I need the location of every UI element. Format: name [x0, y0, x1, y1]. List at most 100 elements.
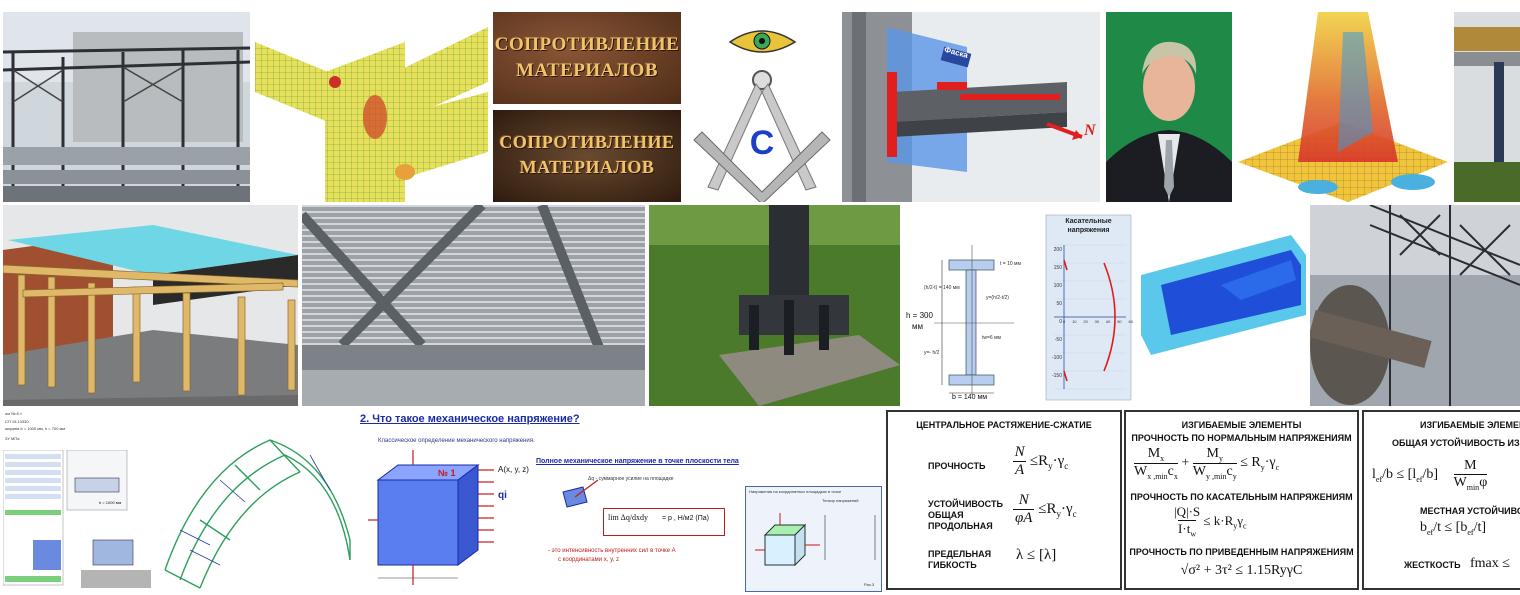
x-tick: 40 [1105, 319, 1111, 324]
stiffness-formula: fmax ≤ [1470, 556, 1510, 571]
stability-heading-line2: ОБЩАЯ УСТОЙЧИВОСТЬ ИЗ ПЛ [1392, 438, 1520, 448]
calc-line2: СП 15.13330 [5, 419, 29, 424]
fea-joint-mesh[interactable] [255, 12, 488, 202]
pipe-photo-image [1454, 12, 1520, 202]
pipe-gallery-photo[interactable] [1310, 205, 1520, 406]
y-tick: -100 [1051, 355, 1062, 361]
dq-note: Δq - суммарное усилие на площадке [588, 476, 674, 482]
fea-column-image [1238, 12, 1448, 202]
y-tick: -50 [1054, 337, 1062, 343]
dim-h-unit: мм [912, 322, 923, 331]
roof-truss-photo[interactable] [302, 205, 645, 406]
calc-line3: ширина b = 1000 мм, h = 700 мм [5, 426, 66, 431]
stability-label-line1: УСТОЙЧИВОСТЬ [928, 499, 1003, 509]
slenderness-label-line2: ГИБКОСТЬ [928, 560, 977, 570]
pipe-rack-photo[interactable] [3, 12, 250, 202]
stress-slide[interactable]: 2. Что такое механическое напряжение? Кл… [358, 410, 883, 592]
tensor-title: Напряжения на координатных площадках в т… [749, 489, 842, 494]
book-cover-bottom[interactable]: СОПРОТИВЛЕНИЕ МАТЕРИАЛОВ [493, 110, 681, 202]
y-tick: -150 [1051, 373, 1062, 379]
x-tick: 60 [1128, 319, 1133, 324]
formula-box-tension[interactable]: ЦЕНТРАЛЬНОЕ РАСТЯЖЕНИЕ-СЖАТИЕ ПРОЧНОСТЬ … [886, 410, 1122, 590]
calc-line4: ЗУ МПа [5, 436, 20, 441]
vault-frame-image [160, 410, 353, 592]
steel-connection-model[interactable]: Фаска N [842, 12, 1100, 202]
stability-label-line2: ОБЩАЯ [928, 510, 964, 520]
slide-title: 2. Что такое механическое напряжение? [360, 413, 580, 425]
connection-model-image [842, 12, 1100, 202]
x-tick: 50 [1117, 319, 1122, 324]
dim-t-label: t = 10 мм [1000, 261, 1021, 267]
block-label: № 1 [438, 468, 456, 478]
fea-mesh-image [255, 12, 488, 202]
block-drawing [368, 450, 494, 585]
intensity-note-line1: - это интенсивность внутренних сил в точ… [548, 548, 676, 554]
tensor-cube-drawing [755, 513, 876, 567]
local-stability-heading: МЕСТНАЯ УСТОЙЧИВОСТЬ I [1420, 506, 1520, 516]
tensor-subtitle: Тензор напряжений [822, 498, 859, 503]
x-tick: 10 [1072, 319, 1077, 324]
formula-box-bending[interactable]: ИЗГИБАЕМЫЕ ЭЛЕМЕНТЫ ПРОЧНОСТЬ ПО НОРМАЛЬ… [1124, 410, 1359, 590]
canopy-render-image [3, 205, 298, 406]
column-base-image [649, 205, 900, 406]
stability-label-line3: ПРОДОЛЬНАЯ [928, 521, 993, 531]
slenderness-formula: λ ≤ [λ] [1016, 547, 1057, 563]
slenderness-label-line1: ПРЕДЕЛЬНАЯ [928, 549, 992, 559]
fea-beam-blue[interactable] [1141, 205, 1306, 406]
x-tick: 20 [1083, 319, 1088, 324]
wooden-canopy-render[interactable] [3, 205, 298, 406]
q-label: qi [498, 490, 507, 501]
barrel-vault-frame[interactable] [160, 410, 353, 592]
y-tick: 200 [1053, 247, 1062, 253]
full-stress-title: Полное механическое напряжение в точке п… [536, 458, 739, 465]
reduced-heading: ПРОЧНОСТЬ ПО ПРИВЕДЕННЫМ НАПРЯЖЕНИЯМ [1129, 547, 1354, 557]
x-axis-ticks: 0 10 20 30 40 50 60 [1063, 319, 1133, 324]
compass-square-icon [690, 12, 835, 202]
point-label: A(x, y, z) [498, 465, 529, 474]
formula-box-stability[interactable]: ИЗГИБАЕМЫЕ ЭЛЕМЕНТ ОБЩАЯ УСТОЙЧИВОСТЬ ИЗ… [1362, 410, 1520, 590]
fea-beam-image [1141, 205, 1306, 406]
fig-label: Рис.3 [864, 582, 875, 587]
pipe-rack-image [3, 12, 250, 202]
emblem-letter: C [749, 124, 775, 162]
x-tick: 30 [1094, 319, 1100, 324]
limit-formula-box: lim Δq/dxdy = p , Н/м2 (Па) [603, 508, 725, 536]
intensity-note-line2: с координатами x, y, z [558, 557, 619, 563]
column-base-photo[interactable] [649, 205, 900, 406]
industrial-pipe-photo[interactable] [1454, 12, 1520, 202]
calc-line1: ом № 8 ≈ [5, 411, 23, 416]
dim-b-label: b = 140 мм [952, 394, 988, 401]
dim-y-label: y=(h/2-t/2) [986, 295, 1009, 301]
stiffness-heading: ЖЕСТКОСТЬ [1404, 560, 1461, 570]
diagram-title-line2: напряжения [1067, 227, 1110, 234]
y-tick: 150 [1053, 265, 1062, 271]
ibeam-section-drawing [904, 205, 1137, 406]
y-tick: 0 [1059, 319, 1062, 325]
portrait-image [1106, 12, 1232, 202]
reduced-formula: √σ² + 3τ² ≤ 1.15RyγC [1180, 563, 1303, 578]
diagram-title-line1: Касательные [1065, 218, 1112, 225]
tensor-panel: Напряжения на координатных площадках в т… [745, 486, 882, 592]
book-title-line1: СОПРОТИВЛЕНИЕ [494, 34, 680, 55]
limit-symbol: lim Δq/dxdy [608, 513, 649, 522]
calc-table-drawing [3, 450, 151, 588]
book-cover-top[interactable]: СОПРОТИВЛЕНИЕ МАТЕРИАЛОВ [493, 12, 681, 104]
slide-subtitle: Классическое определение механического н… [378, 438, 535, 444]
strength-label: ПРОЧНОСТЬ [928, 461, 986, 471]
calculation-sheet[interactable]: ом № 8 ≈ СП 15.13330 ширина b = 1000 мм,… [3, 410, 155, 592]
x-tick: 0 [1063, 319, 1066, 324]
formula-box-heading: ЦЕНТРАЛЬНОЕ РАСТЯЖЕНИЕ-СЖАТИЕ [916, 420, 1092, 430]
emblem-compass[interactable]: C [690, 12, 835, 202]
ibeam-stress-diagram[interactable]: Касательные напряжения h = 300 мм b = 14… [904, 205, 1137, 406]
force-label: N [1084, 122, 1096, 139]
portrait-photo[interactable] [1106, 12, 1232, 202]
limit-formula: = p , Н/м2 (Па) [662, 515, 709, 522]
fea-column-base[interactable] [1238, 12, 1448, 202]
local-stability-formula: bef/t ≤ [bef/t] [1420, 520, 1487, 537]
bending-heading-line1: ИЗГИБАЕМЫЕ ЭЛЕМЕНТЫ [1181, 420, 1302, 430]
stability-heading-line1: ИЗГИБАЕМЫЕ ЭЛЕМЕНТ [1420, 420, 1520, 430]
y-axis-ticks: 200 150 100 50 0 -50 -100 -150 [1048, 241, 1062, 385]
